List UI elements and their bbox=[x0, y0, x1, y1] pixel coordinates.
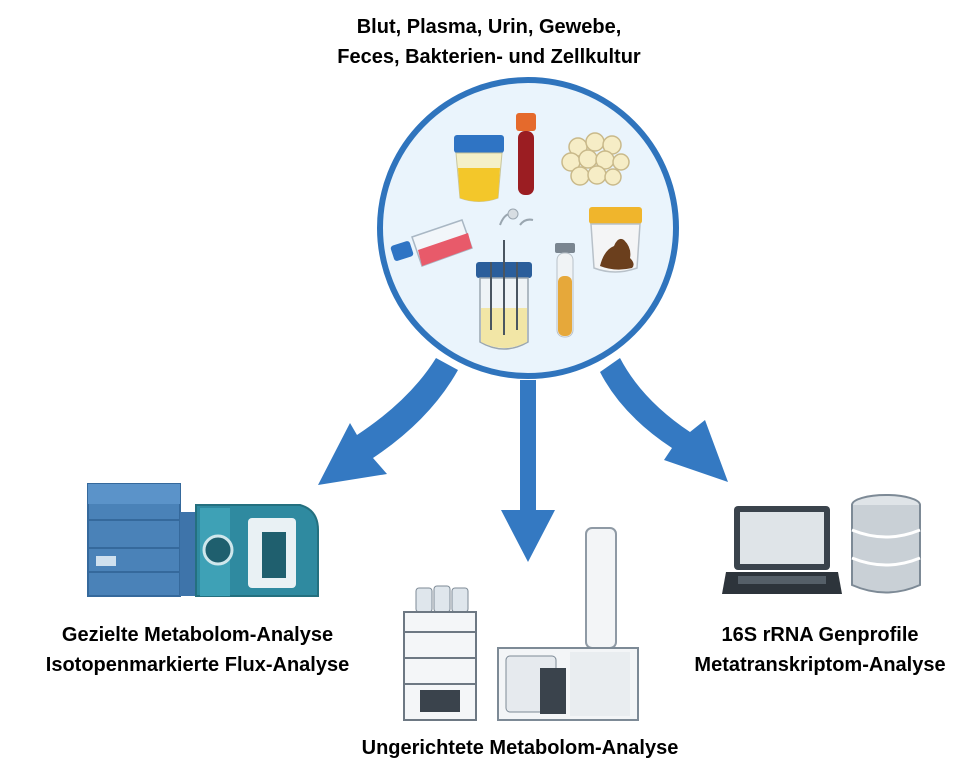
arrow-left bbox=[318, 358, 458, 485]
culture-tube-icon bbox=[555, 243, 575, 338]
arrow-right bbox=[600, 358, 728, 482]
cell-cluster-icon bbox=[561, 132, 630, 186]
sequencing-analysis-label: 16S rRNA Genprofile Metatranskriptom-Ana… bbox=[665, 620, 975, 680]
laptop-icon bbox=[722, 506, 842, 594]
lcms-instrument-icon bbox=[87, 483, 319, 597]
sample-types-line2: Feces, Bakterien- und Zellkultur bbox=[337, 46, 641, 68]
bioreactor-icon bbox=[476, 208, 534, 350]
targeted-analysis-label: Gezielte Metabolom-Analyse Isotopenmarki… bbox=[20, 620, 375, 680]
targeted-line2: Isotopenmarkierte Flux-Analyse bbox=[45, 654, 350, 676]
urine-cup-icon bbox=[454, 135, 504, 202]
untargeted-analysis-label: Ungerichtete Metabolom-Analyse bbox=[330, 733, 710, 763]
hplc-ms-instrument-icon bbox=[403, 527, 639, 721]
arrow-down bbox=[501, 380, 555, 562]
sample-types-line1: Blut, Plasma, Urin, Gewebe, bbox=[356, 16, 622, 38]
untargeted-line1: Ungerichtete Metabolom-Analyse bbox=[361, 737, 679, 759]
sample-types-title: Blut, Plasma, Urin, Gewebe, Feces, Bakte… bbox=[289, 12, 689, 72]
sequencing-line2: Metatranskriptom-Analyse bbox=[694, 654, 946, 676]
blood-tube-icon bbox=[516, 113, 536, 195]
feces-jar-icon bbox=[589, 207, 642, 273]
sequencing-line1: 16S rRNA Genprofile bbox=[721, 624, 919, 646]
database-icon bbox=[851, 494, 921, 594]
targeted-line1: Gezielte Metabolom-Analyse bbox=[61, 624, 334, 646]
culture-flask-icon bbox=[390, 219, 473, 267]
